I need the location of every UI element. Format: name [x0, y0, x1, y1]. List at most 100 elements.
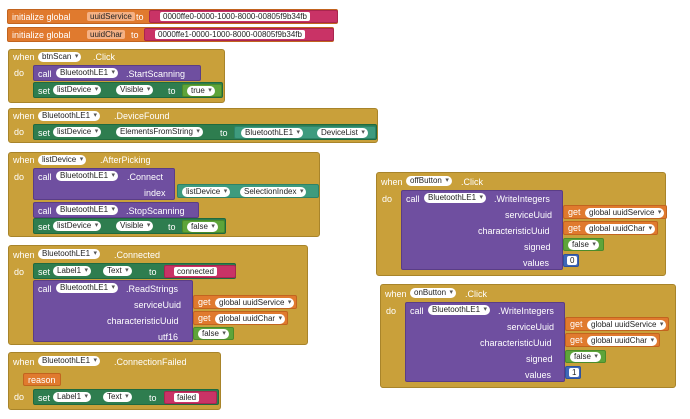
- logic-false-block[interactable]: false▾: [565, 350, 606, 363]
- number-block[interactable]: 1: [565, 366, 581, 379]
- set-listDevice-Visible[interactable]: set listDevice▾ Visible▾ to true▾: [33, 82, 223, 98]
- do-keyword: do: [382, 194, 393, 204]
- component-chip[interactable]: Label1▾: [53, 392, 92, 402]
- set-listDevice-ElementsFromString[interactable]: set listDevice▾ ElementsFromString▾ to B…: [33, 124, 377, 140]
- event-BluetoothLE1-Connected[interactable]: when BluetoothLE1▾ .Connected do set Lab…: [8, 245, 308, 345]
- variable-chip[interactable]: global uuidChar▾: [215, 314, 286, 324]
- component-chip[interactable]: BluetoothLE1▾: [38, 249, 101, 259]
- property-chip[interactable]: Text▾: [103, 392, 132, 402]
- global-name-uuidService[interactable]: uuidService: [87, 12, 135, 21]
- component-chip[interactable]: btnScan▾: [38, 52, 82, 62]
- component-chip[interactable]: BluetoothLE1▾: [428, 305, 491, 315]
- call-ReadStrings[interactable]: call BluetoothLE1▾ .ReadStrings serviceU…: [33, 280, 193, 342]
- text-block[interactable]: 0000ffe1-0000-1000-8000-00805f9b34fb: [144, 28, 334, 41]
- text-value[interactable]: connected: [174, 267, 217, 276]
- boolean-chip[interactable]: false▾: [570, 352, 601, 362]
- chevron-down-icon: ▾: [223, 188, 228, 195]
- component-chip[interactable]: BluetoothLE1▾: [424, 193, 487, 203]
- init-global-uuidService[interactable]: initialize global uuidService to 0000ffe…: [7, 9, 338, 24]
- call-StartScanning[interactable]: call BluetoothLE1▾ .StartScanning: [33, 65, 201, 81]
- boolean-value: false: [572, 240, 589, 249]
- number-value[interactable]: 0: [567, 256, 578, 265]
- component-chip[interactable]: listDevice▾: [38, 155, 87, 165]
- property-chip[interactable]: SelectionIndex▾: [240, 187, 307, 197]
- number-value[interactable]: 1: [569, 368, 580, 377]
- number-block[interactable]: 0: [563, 254, 579, 267]
- variable-chip[interactable]: global uuidChar▾: [585, 224, 656, 234]
- uuidService-value[interactable]: 0000ffe0-0000-1000-8000-00805f9b34fb: [160, 12, 310, 21]
- get-global-uuidService[interactable]: get global uuidService▾: [563, 205, 668, 219]
- component-chip[interactable]: BluetoothLE1▾: [38, 111, 101, 121]
- event-name: .Connected: [114, 250, 161, 260]
- component-chip[interactable]: BluetoothLE1▾: [56, 171, 119, 181]
- property-chip[interactable]: Visible▾: [116, 221, 154, 231]
- get-global-uuidService[interactable]: get global uuidService▾: [193, 295, 298, 309]
- arg-label: signed: [526, 354, 553, 364]
- get-global-uuidService[interactable]: get global uuidService▾: [565, 317, 670, 331]
- event-btnScan-click[interactable]: when btnScan▾ .Click do call BluetoothLE…: [8, 49, 225, 103]
- component-chip[interactable]: listDevice▾: [53, 127, 102, 137]
- get-global-uuidChar[interactable]: get global uuidChar▾: [563, 221, 659, 235]
- call-WriteIntegers[interactable]: call BluetoothLE1▾ .WriteIntegers servic…: [401, 190, 563, 270]
- boolean-chip[interactable]: true▾: [187, 86, 215, 96]
- text-block[interactable]: failed: [164, 391, 217, 404]
- event-parameter-reason[interactable]: reason: [23, 373, 61, 386]
- set-listDevice-Visible[interactable]: set listDevice▾ Visible▾ to false▾: [33, 218, 226, 234]
- component-chip[interactable]: listDevice▾: [182, 187, 231, 197]
- chevron-down-icon: ▾: [146, 222, 151, 229]
- boolean-chip[interactable]: false▾: [187, 222, 218, 232]
- component-chip[interactable]: BluetoothLE1▾: [56, 68, 119, 78]
- text-block[interactable]: connected: [164, 265, 236, 278]
- chevron-down-icon: ▾: [111, 172, 116, 179]
- property-chip[interactable]: Text▾: [103, 266, 132, 276]
- get-global-uuidChar[interactable]: get global uuidChar▾: [565, 333, 661, 347]
- boolean-chip[interactable]: false▾: [568, 240, 599, 250]
- component-chip[interactable]: onButton▾: [410, 288, 457, 298]
- variable-name: global uuidService: [591, 320, 657, 329]
- event-BluetoothLE1-DeviceFound[interactable]: when BluetoothLE1▾ .DeviceFound do set l…: [8, 108, 378, 143]
- when-keyword: when: [13, 52, 35, 62]
- property-chip[interactable]: ElementsFromString▾: [116, 127, 203, 137]
- component-chip[interactable]: BluetoothLE1▾: [56, 205, 119, 215]
- set-Label1-Text[interactable]: set Label1▾ Text▾ to failed: [33, 389, 219, 405]
- text-value[interactable]: failed: [174, 393, 200, 402]
- set-Label1-Text[interactable]: set Label1▾ Text▾ to connected: [33, 263, 236, 279]
- component-chip[interactable]: offButton▾: [406, 176, 452, 186]
- variable-chip[interactable]: global uuidService▾: [215, 298, 295, 308]
- property-chip[interactable]: Visible▾: [116, 85, 154, 95]
- logic-false-block[interactable]: false▾: [193, 327, 234, 340]
- component-chip[interactable]: BluetoothLE1▾: [56, 283, 119, 293]
- component-chip[interactable]: listDevice▾: [53, 221, 102, 231]
- get-global-uuidChar[interactable]: get global uuidChar▾: [193, 311, 289, 325]
- call-WriteIntegers[interactable]: call BluetoothLE1▾ .WriteIntegers servic…: [405, 302, 565, 382]
- arg-label: serviceUuid: [134, 300, 182, 310]
- uuidChar-value[interactable]: 0000ffe1-0000-1000-8000-00805f9b34fb: [155, 30, 305, 39]
- variable-chip[interactable]: global uuidChar▾: [587, 336, 658, 346]
- component-chip[interactable]: Label1▾: [53, 266, 92, 276]
- variable-chip[interactable]: global uuidService▾: [585, 208, 665, 218]
- component-chip[interactable]: BluetoothLE1▾: [38, 356, 101, 366]
- component-getter[interactable]: listDevice▾ SelectionIndex▾: [177, 184, 319, 198]
- arg-label: values: [525, 370, 552, 380]
- event-listDevice-AfterPicking[interactable]: when listDevice▾ .AfterPicking do call B…: [8, 152, 320, 237]
- variable-name: global uuidService: [589, 208, 655, 217]
- chevron-down-icon: ▾: [483, 306, 488, 313]
- event-offButton-click[interactable]: when offButton▾ .Click do call Bluetooth…: [376, 172, 668, 276]
- component-chip[interactable]: BluetoothLE1▾: [241, 128, 304, 138]
- chevron-down-icon: ▾: [299, 188, 304, 195]
- component-chip[interactable]: listDevice▾: [53, 85, 102, 95]
- variable-chip[interactable]: global uuidService▾: [587, 320, 667, 330]
- event-BluetoothLE1-ConnectionFailed[interactable]: when BluetoothLE1▾ .ConnectionFailed rea…: [8, 352, 221, 410]
- boolean-chip[interactable]: false▾: [198, 329, 229, 339]
- event-onButton-click[interactable]: when onButton▾ .Click do call BluetoothL…: [380, 284, 676, 388]
- call-StopScanning[interactable]: call BluetoothLE1▾ .StopScanning: [33, 202, 199, 218]
- global-name-uuidChar[interactable]: uuidChar: [87, 30, 126, 39]
- property-chip[interactable]: DeviceList▾: [317, 128, 368, 138]
- logic-false-block[interactable]: false▾: [563, 238, 604, 251]
- call-Connect[interactable]: call BluetoothLE1▾ .Connect index: [33, 168, 175, 200]
- logic-false-block[interactable]: false▾: [182, 220, 225, 233]
- text-block[interactable]: 0000ffe0-0000-1000-8000-00805f9b34fb: [149, 10, 338, 23]
- init-global-uuidChar[interactable]: initialize global uuidChar to 0000ffe1-0…: [7, 27, 334, 42]
- logic-true-block[interactable]: true▾: [182, 84, 222, 97]
- component-getter[interactable]: BluetoothLE1▾ DeviceList▾: [234, 126, 376, 139]
